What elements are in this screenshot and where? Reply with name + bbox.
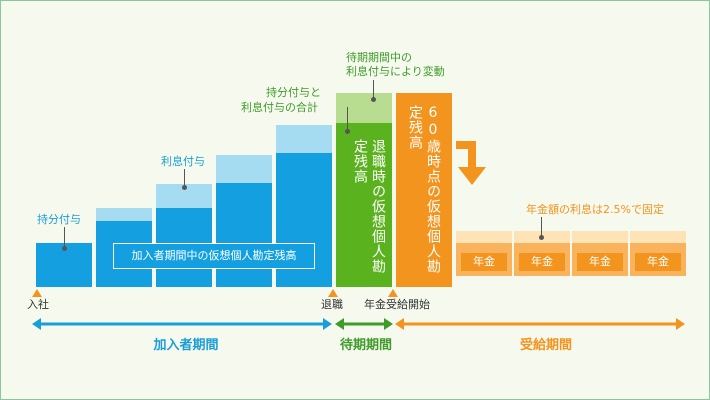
fixed-rate-label: 年金額の利息は2.5%で固定 <box>526 203 664 216</box>
interest-label: 利息付与 <box>161 155 205 168</box>
waiting-period-label: 待期期間 <box>339 338 392 353</box>
waiting-bar-top <box>336 93 392 123</box>
retirement-balance-text: 退職時の仮想個人勘定残高 <box>352 139 386 274</box>
balance-bar-4 <box>216 183 272 287</box>
balance-bar-2-interest <box>96 208 152 221</box>
pension-box-2: 年金 <box>514 231 570 276</box>
waiting-change-line2: 利息付与により変動 <box>346 65 445 78</box>
waiting-change-line1: 待期期間中の <box>346 51 412 64</box>
age60-balance-text: 60歳時点の仮想個人勘定残高 <box>407 105 441 274</box>
contribution-leader <box>64 227 65 247</box>
total-dot <box>345 129 350 134</box>
pension-start-label: 年金受給開始 <box>364 298 430 311</box>
total-leader <box>347 107 348 131</box>
member-period-label: 加入者期間 <box>153 338 219 353</box>
balance-bar-4-interest <box>216 155 272 183</box>
age60-bar <box>396 93 452 287</box>
pension-label: 年金 <box>461 253 507 271</box>
fixed-rate-leader <box>541 217 542 237</box>
contribution-label: 持分付与 <box>37 213 81 226</box>
waiting-period-arrow-icon <box>335 318 393 330</box>
pension-label: 年金 <box>635 253 681 271</box>
retire-marker-icon <box>328 289 338 297</box>
pension-label: 年金 <box>577 253 623 271</box>
down-arrow-icon <box>456 141 486 185</box>
member-period-arrow-icon <box>32 318 332 330</box>
join-marker-icon <box>32 289 42 297</box>
pension-box-3: 年金 <box>572 231 628 276</box>
total-label-line2: 利息付与の合計 <box>241 101 318 114</box>
payout-period-arrow-icon <box>395 318 685 330</box>
total-label-line1: 持分付与と <box>266 86 321 99</box>
pension-box-4: 年金 <box>630 231 686 276</box>
payout-period-label: 受給期間 <box>519 338 572 353</box>
balance-bar-5-interest <box>276 125 332 153</box>
retire-label: 退職 <box>321 298 343 311</box>
pension-label: 年金 <box>519 253 565 271</box>
waiting-bar <box>336 123 392 287</box>
member-balance-text: 加入者期間中の仮想個人勘定残高 <box>131 249 297 262</box>
pension-start-marker-icon <box>388 289 398 297</box>
interest-dot <box>182 185 187 190</box>
waiting-leader <box>373 80 374 99</box>
member-balance-box: 加入者期間中の仮想個人勘定残高 <box>113 243 315 269</box>
fixed-rate-dot <box>539 235 544 240</box>
join-label: 入社 <box>27 298 49 311</box>
waiting-dot <box>371 97 376 102</box>
pension-box-1: 年金 <box>456 231 512 276</box>
interest-leader <box>184 169 185 186</box>
contribution-dot <box>62 246 67 251</box>
